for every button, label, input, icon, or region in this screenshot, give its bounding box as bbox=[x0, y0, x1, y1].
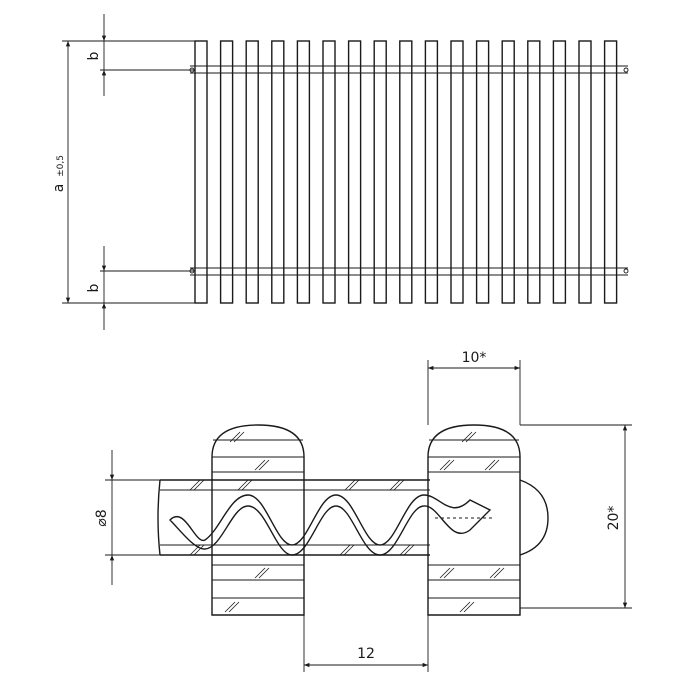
grating-bar bbox=[578, 40, 592, 304]
cross-rod-top bbox=[189, 65, 629, 74]
grating-bar bbox=[296, 40, 311, 304]
dimension-b-top: b bbox=[86, 14, 107, 96]
dim-height-label: 20* bbox=[606, 506, 622, 531]
grating-bar bbox=[399, 40, 413, 304]
grating-bar bbox=[322, 40, 336, 304]
grating-bar bbox=[552, 40, 567, 304]
dimension-diameter: ⌀8 bbox=[94, 450, 160, 585]
top-view-extension-lines bbox=[62, 40, 195, 304]
grating-bar bbox=[219, 40, 234, 304]
dimension-b-bottom: b bbox=[86, 246, 107, 330]
grating-bar bbox=[347, 40, 362, 304]
dim-b-top-label: b bbox=[86, 51, 102, 60]
grating-bar bbox=[373, 40, 387, 304]
dim-a-tolerance: ±0,5 bbox=[56, 155, 66, 177]
dimension-a: a ±0,5 bbox=[51, 41, 71, 303]
cross-rod-section bbox=[157, 479, 495, 556]
grating-bar bbox=[527, 40, 541, 304]
rod-end-cap bbox=[519, 479, 549, 556]
grating-bar bbox=[450, 40, 464, 304]
grating-section-view bbox=[157, 424, 549, 616]
grating-bar bbox=[475, 40, 490, 304]
cross-rod-bottom bbox=[189, 267, 629, 276]
grating-top-view bbox=[189, 40, 629, 304]
grating-bar bbox=[271, 40, 285, 304]
dim-a-label: a bbox=[51, 184, 67, 193]
dim-width-label: 10* bbox=[462, 350, 487, 366]
load-bar-left bbox=[211, 424, 305, 616]
grating-bar bbox=[194, 40, 208, 304]
grating-bar bbox=[603, 40, 618, 304]
grating-bar bbox=[424, 40, 439, 304]
grating-bars bbox=[194, 40, 618, 304]
dimension-width: 10* bbox=[427, 350, 521, 425]
grating-bar bbox=[245, 40, 259, 304]
load-bar-right bbox=[427, 424, 521, 616]
dim-b-bottom-label: b bbox=[86, 283, 102, 292]
dim-pitch-label: 12 bbox=[357, 646, 375, 662]
dim-diameter-label: ⌀8 bbox=[94, 509, 110, 526]
grating-bar bbox=[501, 40, 515, 304]
dimension-height: 20* bbox=[520, 424, 632, 609]
dimension-pitch: 12 bbox=[303, 615, 429, 672]
